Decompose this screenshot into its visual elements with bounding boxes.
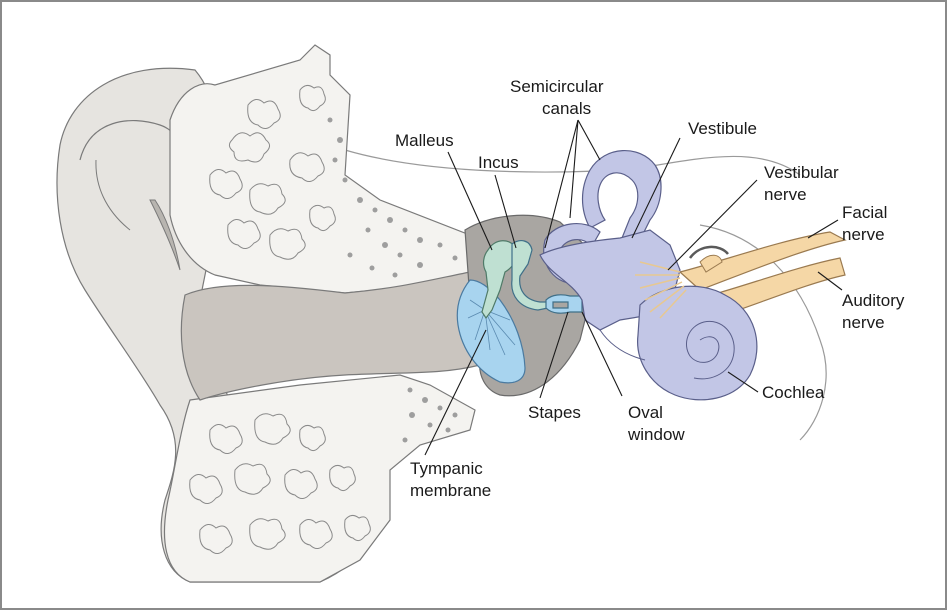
label-semicircular-canals-line2: canals (542, 99, 591, 118)
label-facial-nerve-line1: Facial (842, 203, 887, 222)
label-incus: Incus (478, 153, 519, 172)
label-facial-nerve-line2: nerve (842, 225, 885, 244)
label-malleus: Malleus (395, 131, 454, 150)
label-tympanic-membrane-line1: Tympanic (410, 459, 483, 478)
label-stapes: Stapes (528, 403, 581, 422)
label-auditory-nerve-line1: Auditory (842, 291, 905, 310)
label-oval-window-line2: window (627, 425, 685, 444)
temporal-bone-lower (164, 375, 475, 582)
label-vestibular-nerve-line2: nerve (764, 185, 807, 204)
label-oval-window-line1: Oval (628, 403, 663, 422)
label-tympanic-membrane-line2: membrane (410, 481, 491, 500)
label-vestibular-nerve-line1: Vestibular (764, 163, 839, 182)
ear-canal (181, 272, 480, 400)
label-semicircular-canals-line1: Semicircular (510, 77, 604, 96)
label-cochlea: Cochlea (762, 383, 825, 402)
label-auditory-nerve-line2: nerve (842, 313, 885, 332)
label-vestibule: Vestibule (688, 119, 757, 138)
